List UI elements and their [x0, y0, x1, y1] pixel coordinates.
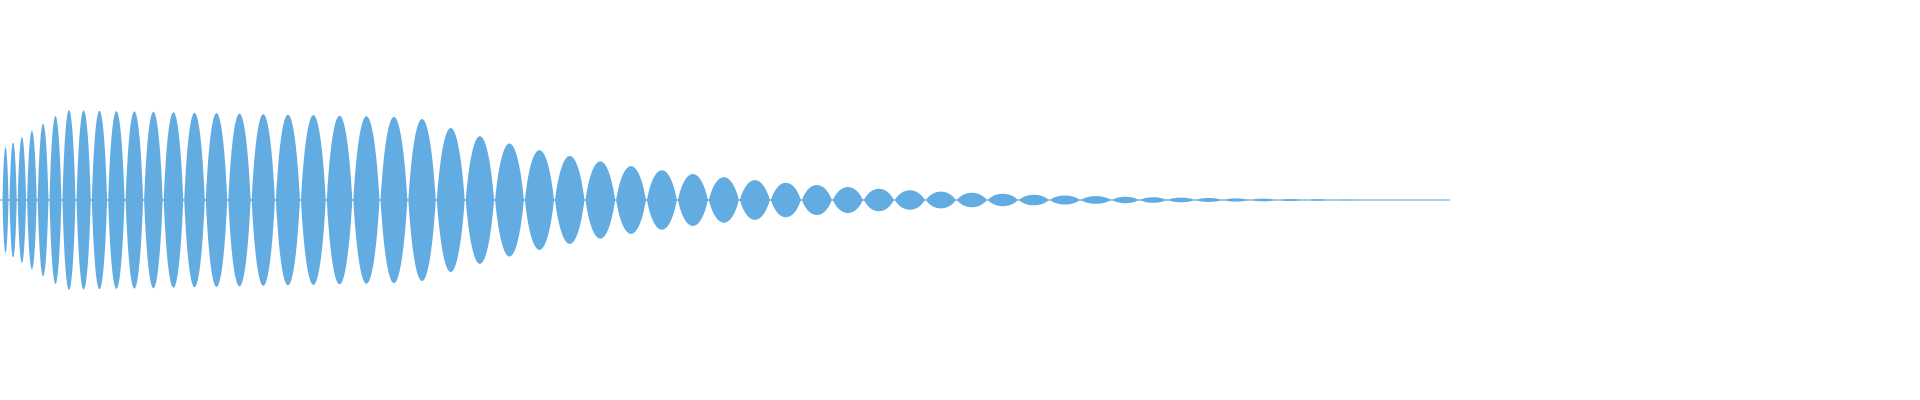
- waveform-lobes: [0, 110, 1450, 290]
- waveform-tail-line: [0, 199, 1450, 201]
